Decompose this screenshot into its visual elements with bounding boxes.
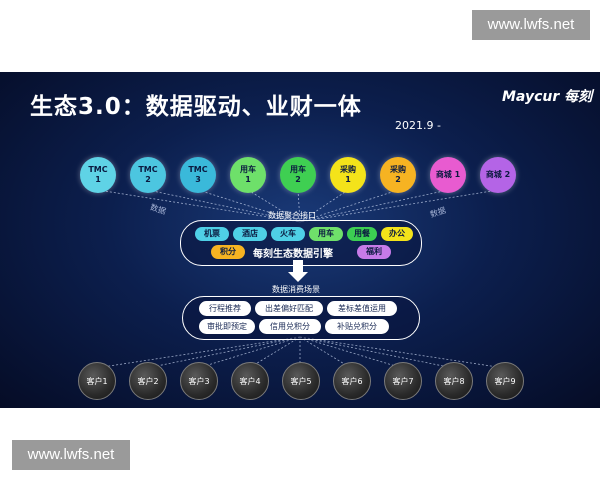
chip-label: 福利 — [366, 247, 382, 256]
node-label: 采购 1 — [340, 165, 356, 184]
scenario-text: 信用兑积分 — [270, 322, 310, 331]
link-tmc2 — [147, 189, 301, 223]
node-car-1: 用车 1 — [230, 157, 266, 193]
node-label: TMC 2 — [138, 165, 158, 184]
scenario-approve-book: 审批即预定 — [199, 319, 255, 334]
customer-label: 客户9 — [494, 376, 516, 386]
customer-label: 客户1 — [86, 376, 108, 386]
slide-date: 2021.9 - — [395, 119, 441, 132]
chip-label: 办公 — [389, 229, 405, 238]
watermark-top: www.lwfs.net — [472, 10, 590, 40]
scenario-panel: 行程推荐 出差偏好匹配 差标差值运用 审批即预定 信用兑积分 补贴兑积分 — [182, 296, 420, 340]
customer-7: 客户7 — [384, 362, 422, 400]
customer-9: 客户9 — [486, 362, 524, 400]
watermark-bottom: www.lwfs.net — [12, 440, 130, 470]
scenario-label: 数据消费场景 — [272, 285, 320, 294]
scenario-subsidy-points: 补贴兑积分 — [325, 319, 389, 334]
node-mall-2: 商城 2 — [480, 157, 516, 193]
node-mall-1: 商城 1 — [430, 157, 466, 193]
customer-label: 客户6 — [341, 376, 363, 386]
chip-label: 积分 — [220, 247, 236, 256]
node-purchase-2: 采购 2 — [380, 157, 416, 193]
chip-label: 机票 — [204, 229, 220, 238]
chip-label: 酒店 — [242, 229, 258, 238]
chip-label: 火车 — [280, 229, 296, 238]
chip-train: 火车 — [271, 227, 305, 241]
node-label: 商城 2 — [485, 170, 511, 179]
chip-car: 用车 — [309, 227, 343, 241]
node-label: 用车 1 — [240, 165, 256, 184]
customer-label: 客户7 — [392, 376, 414, 386]
scenario-text: 行程推荐 — [209, 304, 241, 313]
link-mall2 — [299, 189, 499, 223]
chip-label: 用车 — [318, 229, 334, 238]
scenario-preference-match: 出差偏好匹配 — [255, 301, 323, 316]
customer-label: 客户8 — [443, 376, 465, 386]
customer-6: 客户6 — [333, 362, 371, 400]
node-label: TMC 1 — [88, 165, 108, 184]
chip-hotel: 酒店 — [233, 227, 267, 241]
scenario-credit-points: 信用兑积分 — [259, 319, 321, 334]
flow-arrow — [293, 260, 303, 274]
customer-4: 客户4 — [231, 362, 269, 400]
node-label: TMC 3 — [188, 165, 208, 184]
customer-1: 客户1 — [78, 362, 116, 400]
chip-welfare: 福利 — [357, 245, 391, 259]
scenario-text: 出差偏好匹配 — [265, 304, 313, 313]
link-car2 — [297, 189, 301, 223]
flow-arrow-head — [288, 272, 308, 282]
link-customer7 — [299, 336, 403, 369]
link-mall1 — [299, 189, 449, 223]
customer-2: 客户2 — [129, 362, 167, 400]
interface-label: 数据聚合接口 — [268, 211, 316, 220]
customer-label: 客户2 — [137, 376, 159, 386]
link-customer2 — [146, 336, 301, 369]
node-tmc-3: TMC 3 — [180, 157, 216, 193]
link-customer6 — [299, 336, 352, 369]
customer-label: 客户5 — [290, 376, 312, 386]
link-purchase2 — [299, 189, 399, 223]
link-customer8 — [299, 336, 454, 369]
node-label: 用车 2 — [290, 165, 306, 184]
chip-label: 用餐 — [354, 229, 370, 238]
connector-lines — [95, 189, 505, 369]
link-customer3 — [197, 336, 301, 369]
link-tmc3 — [197, 189, 301, 223]
engine-label: 每刻生态数据引擎 — [253, 249, 333, 260]
node-label: 商城 1 — [435, 170, 461, 179]
scenario-trip-recommend: 行程推荐 — [199, 301, 251, 316]
scenario-text: 补贴兑积分 — [337, 322, 377, 331]
customer-3: 客户3 — [180, 362, 218, 400]
customer-8: 客户8 — [435, 362, 473, 400]
chip-meal: 用餐 — [347, 227, 377, 241]
chip-points: 积分 — [211, 245, 245, 259]
node-car-2: 用车 2 — [280, 157, 316, 193]
chip-flight: 机票 — [195, 227, 229, 241]
aggregation-panel: 机票 酒店 火车 用车 用餐 办公 积分 每刻生态数据引擎 福利 — [180, 220, 422, 266]
scenario-text: 差标差值运用 — [338, 304, 386, 313]
ecosystem-slide: 生态3.0：数据驱动、业财一体 Maycur 每刻 2021.9 - TMC 1… — [0, 72, 600, 408]
maycur-logo: Maycur 每刻 — [502, 89, 593, 105]
node-tmc-2: TMC 2 — [130, 157, 166, 193]
scenario-text: 审批即预定 — [207, 322, 247, 331]
scenario-standard-diff: 差标差值运用 — [327, 301, 397, 316]
customer-label: 客户3 — [188, 376, 210, 386]
link-purchase1 — [299, 189, 349, 223]
customer-5: 客户5 — [282, 362, 320, 400]
chip-office: 办公 — [381, 227, 413, 241]
node-label: 采购 2 — [390, 165, 406, 184]
slide-title: 生态3.0：数据驱动、业财一体 — [30, 94, 362, 120]
node-purchase-1: 采购 1 — [330, 157, 366, 193]
customer-label: 客户4 — [239, 376, 261, 386]
node-tmc-1: TMC 1 — [80, 157, 116, 193]
